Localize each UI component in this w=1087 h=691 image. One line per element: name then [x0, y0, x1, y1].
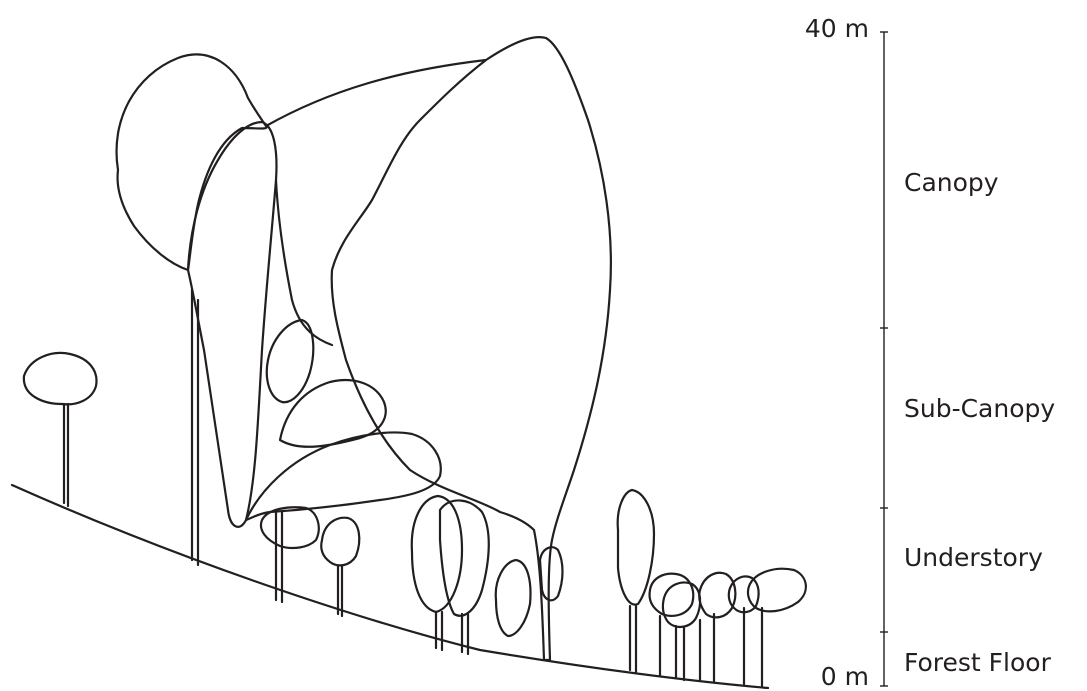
- layer-label-understory: Understory: [904, 545, 1043, 570]
- subcanopy-crown-3: [246, 432, 441, 520]
- ground-slope-line: [12, 485, 768, 688]
- scale-bottom-label: 0 m: [821, 664, 869, 689]
- emergent-tree-trunk-2: [192, 290, 198, 565]
- understory-crown-a: [261, 507, 319, 548]
- floor-crown-1: [650, 574, 694, 616]
- understory-trunk-b: [338, 566, 342, 616]
- understory-crown-f: [540, 547, 563, 600]
- understory-crown-g: [618, 490, 654, 605]
- understory-trunk-g: [630, 606, 636, 672]
- layer-label-forest-floor: Forest Floor: [904, 650, 1051, 675]
- understory-crown-c: [412, 496, 462, 612]
- layer-label-canopy: Canopy: [904, 170, 999, 195]
- canopy-tree-crown-main: [266, 37, 611, 660]
- subcanopy-crown-1: [267, 320, 314, 402]
- understory-trunk-d: [462, 614, 468, 654]
- understory-crown-e: [496, 560, 531, 636]
- floor-crown-3: [699, 573, 735, 618]
- understory-crown-b: [321, 518, 359, 566]
- understory-crown-d: [440, 500, 489, 615]
- understory-trunk-c: [436, 612, 442, 650]
- scale-top-label: 40 m: [805, 16, 869, 41]
- floor-crown-2: [663, 583, 700, 627]
- floor-trunks: [660, 608, 762, 686]
- small-tree-trunk-left: [64, 404, 68, 506]
- emergent-tree-crown-2: [188, 122, 276, 527]
- layer-label-subcanopy: Sub-Canopy: [904, 396, 1055, 421]
- small-tree-crown-left: [24, 353, 97, 404]
